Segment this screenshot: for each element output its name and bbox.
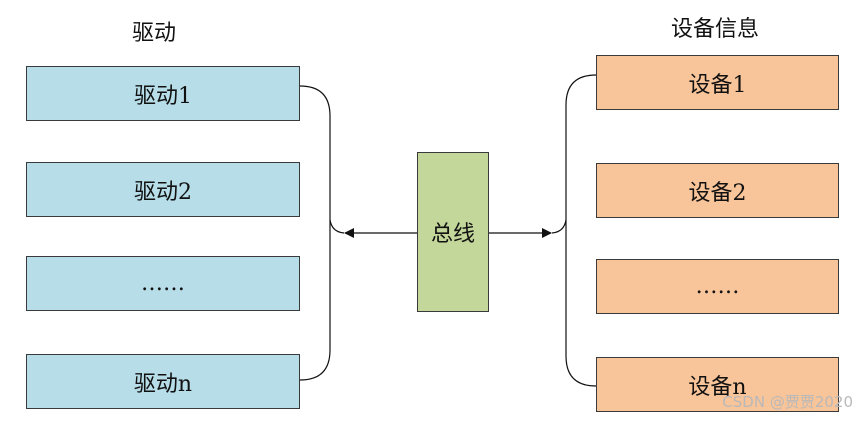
watermark: CSDN @贾贾2020 <box>722 393 853 411</box>
devices-heading: 设备信息 <box>670 17 759 42</box>
device-bracket-tick <box>551 219 567 234</box>
device-box-n: 设备n <box>596 357 839 412</box>
device-box-1: 设备1 <box>596 55 839 110</box>
driver-box-2: 驱动2 <box>26 162 300 217</box>
driver-box-ellipsis: …… <box>26 256 300 311</box>
device-bracket <box>565 74 597 387</box>
driver-box-1: 驱动1 <box>26 66 300 121</box>
drivers-heading: 驱动 <box>131 21 176 46</box>
device-box-2: 设备2 <box>596 163 839 218</box>
driver-bracket <box>299 85 331 381</box>
driver-box-n: 驱动n <box>26 354 300 409</box>
bus-box: 总线 <box>417 152 489 312</box>
driver-bracket-tick <box>329 219 345 234</box>
device-box-ellipsis: …… <box>596 259 839 314</box>
